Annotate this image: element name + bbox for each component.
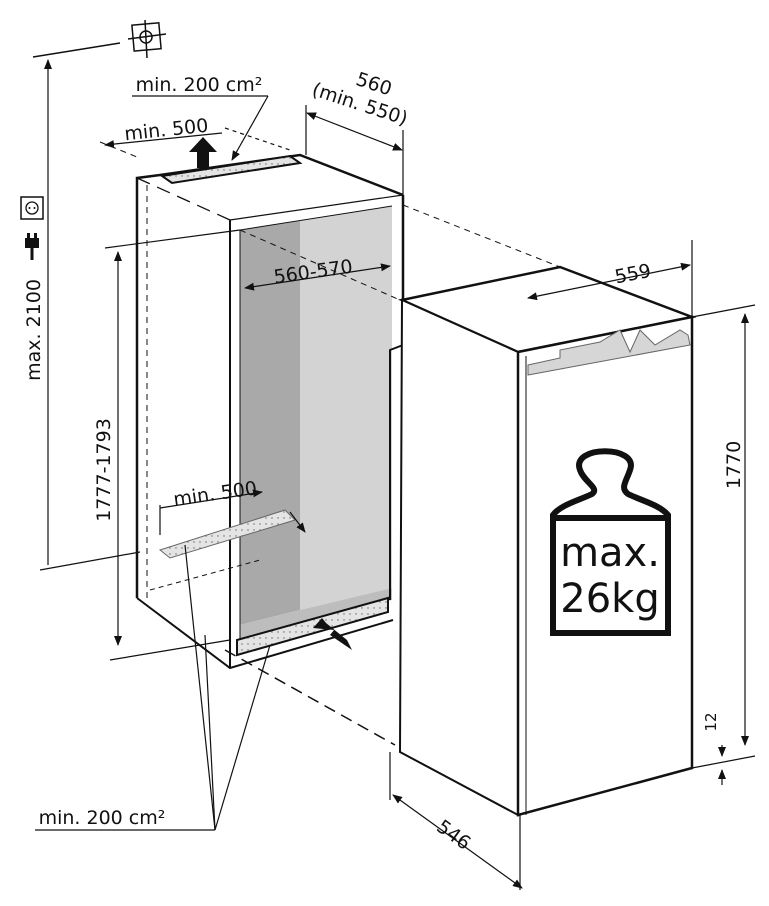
weight-line1: max.	[560, 530, 660, 576]
bottom-gap-label: 12	[702, 712, 720, 731]
weight-line2: 26kg	[560, 576, 659, 622]
appliance-height-label: 1770	[723, 441, 745, 489]
appliance-width-label: 559	[613, 260, 653, 289]
weight-icon	[550, 448, 671, 636]
bottom-vent-area-label: min. 200 cm²	[39, 807, 166, 829]
max-height-dimension	[39, 59, 141, 571]
power-socket-icon	[20, 196, 44, 220]
top-vent-width-label: min. 500	[123, 115, 209, 146]
airflow-in-arrow	[313, 618, 352, 650]
ceiling-crosshair-icon	[32, 19, 167, 59]
top-vent-area-label: min. 200 cm²	[136, 74, 263, 96]
bottom-vent-front	[236, 596, 389, 657]
niche-height-label: 1777-1793	[93, 418, 115, 522]
bottom-vent-rear	[158, 509, 296, 559]
max-height-label: max. 2100	[23, 279, 45, 381]
dimension-lines	[35, 95, 756, 890]
top-vent	[159, 154, 303, 185]
airflow-up-arrow	[189, 137, 217, 168]
power-plug-icon	[25, 233, 39, 260]
